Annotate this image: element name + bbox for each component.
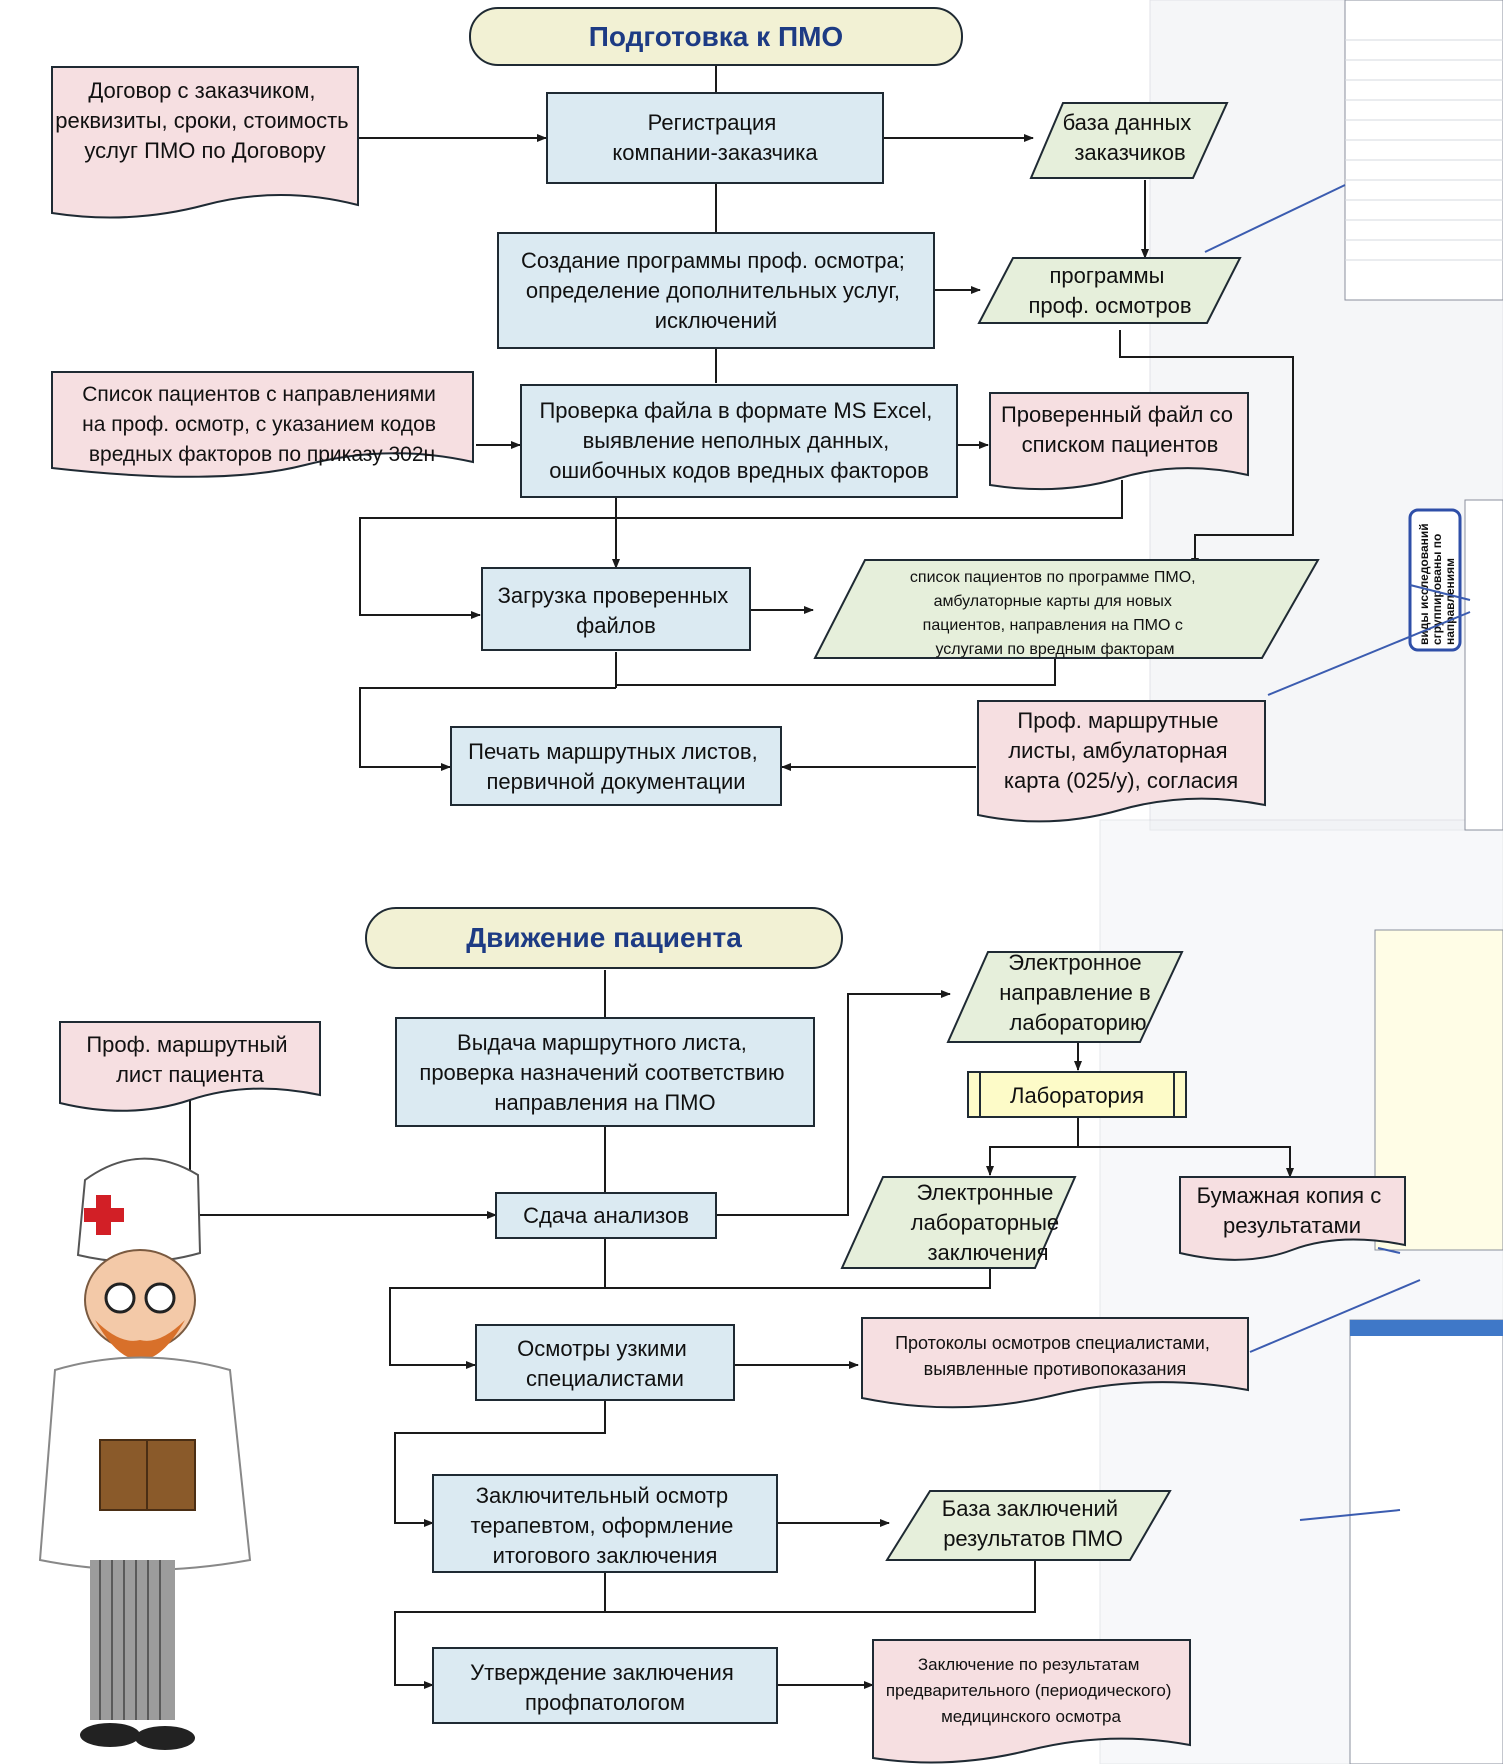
node-route-sheet-patient-doc: Проф. маршрутный лист пациента <box>59 1021 321 1112</box>
svg-text:Список пациентов с направления: Список пациентов с направлениями на проф… <box>82 383 442 466</box>
preparation-title: Подготовка к ПМО <box>589 21 843 52</box>
node-take-tests: Сдача анализов <box>495 1192 717 1239</box>
section-title-preparation: Подготовка к ПМО <box>469 7 963 66</box>
svg-text:Проф. маршрутные листы,: Проф. маршрутные листы, амбулаторная кар… <box>1004 708 1238 793</box>
svg-text:Печать маршрутных листов,: Печать маршрутных листов, первичной доку… <box>468 739 764 794</box>
svg-text:Регистрация компании-зак: Регистрация компании-заказчика <box>612 110 818 165</box>
node-print-sheets: Печать маршрутных листов, первичной доку… <box>450 726 782 806</box>
node-load-files: Загрузка проверенных файлов <box>481 567 751 651</box>
callout-line-3: направлениям <box>1443 558 1457 645</box>
svg-text:Заключение по результатам: Заключение по результатам предварительно… <box>886 1655 1176 1726</box>
svg-text:Осмотры узкими специалис: Осмотры узкими специалистами <box>517 1336 693 1391</box>
node-patient-list-data: список пациентов по программе ПМО, амбул… <box>813 559 1320 659</box>
svg-text:Проверка файла в формате MS Ex: Проверка файла в формате MS Excel, выявл… <box>539 398 938 483</box>
node-issue-sheet: Выдача маршрутного листа, проверка назна… <box>395 1017 815 1127</box>
svg-text:программы проф. осмотров: программы проф. осмотров <box>1028 263 1191 318</box>
doctor-illustration <box>38 1157 252 1750</box>
svg-text:база данных заказчиков: база данных заказчиков <box>1063 110 1198 165</box>
node-exam-programs: программы проф. осмотров <box>977 257 1242 324</box>
svg-text:База заключений результа: База заключений результатов ПМО <box>942 1496 1124 1551</box>
svg-text:Создание программы проф. осмот: Создание программы проф. осмотра; опреде… <box>521 248 911 333</box>
svg-text:Бумажная копия с результ: Бумажная копия с результатами <box>1197 1183 1388 1238</box>
svg-text:Утверждение заключения п: Утверждение заключения профпатологом <box>470 1660 740 1715</box>
callout-lines <box>1204 184 1471 1521</box>
node-laboratory: Лаборатория <box>967 1071 1187 1118</box>
background-screenshots <box>1099 0 1503 1764</box>
connectors <box>189 65 1294 1689</box>
svg-text:Проверенный файл со спис: Проверенный файл со списком пациентов <box>1001 402 1239 457</box>
node-final-exam: Заключительный осмотр терапевтом, оформл… <box>432 1474 778 1573</box>
node-final-report-doc: Заключение по результатам предварительно… <box>872 1639 1191 1764</box>
node-approve-conclusion: Утверждение заключения профпатологом <box>432 1647 778 1724</box>
node-patient-list-doc: Список пациентов с направлениями на проф… <box>51 371 474 478</box>
node-checked-file-doc: Проверенный файл со списком пациентов <box>989 392 1249 491</box>
node-create-program: Создание программы проф. осмотра; опреде… <box>497 232 935 349</box>
node-client-db: база данных заказчиков <box>1029 102 1229 179</box>
svg-text:Проф. маршрутный лист па: Проф. маршрутный лист пациента <box>86 1032 293 1087</box>
svg-text:виды исследований сгрупп: виды исследований сгруппированы по напра… <box>1417 520 1457 645</box>
callout-line-2: сгруппированы по <box>1430 534 1444 645</box>
svg-text:Электронное направление: Электронное направление в лабораторию <box>999 950 1157 1035</box>
svg-text:Протоколы осмотров специалиста: Протоколы осмотров специалистами, выявле… <box>895 1333 1215 1379</box>
svg-text:Договор с заказчиком, ре: Договор с заказчиком, реквизиты, сроки, … <box>55 78 355 163</box>
callout-grouped: виды исследований сгруппированы по напра… <box>1408 508 1462 652</box>
node-e-referral: Электронное направление в лабораторию <box>946 950 1184 1043</box>
node-contract-doc: Договор с заказчиком, реквизиты, сроки, … <box>51 66 359 219</box>
node-check-file: Проверка файла в формате MS Excel, выявл… <box>520 384 958 498</box>
node-specialist-exams: Осмотры узкими специалистами <box>475 1324 735 1401</box>
node-register-client: Регистрация компании-заказчика <box>546 92 884 184</box>
svg-text:Лаборатория: Лаборатория <box>1010 1083 1144 1108</box>
node-conclusions-db: База заключений результатов ПМО <box>885 1490 1172 1561</box>
node-specialist-protocols: Протоколы осмотров специалистами, выявле… <box>861 1317 1249 1409</box>
svg-text:Загрузка проверенных фай: Загрузка проверенных файлов <box>498 583 735 638</box>
svg-text:Электронные лабораторные: Электронные лабораторные заключения <box>911 1180 1066 1265</box>
node-paper-copy: Бумажная копия с результатами <box>1179 1176 1406 1261</box>
node-route-sheets-doc: Проф. маршрутные листы, амбулаторная кар… <box>977 700 1266 823</box>
patient-flow-title: Движение пациента <box>466 922 742 953</box>
svg-text:Заключительный осмотр те: Заключительный осмотр терапевтом, оформл… <box>470 1483 739 1568</box>
node-e-lab-results: Электронные лабораторные заключения <box>840 1176 1077 1269</box>
svg-text:список пациентов по программе: список пациентов по программе ПМО, амбул… <box>910 569 1200 658</box>
section-title-patient-flow: Движение пациента <box>365 907 843 969</box>
svg-text:Сдача анализов: Сдача анализов <box>523 1203 689 1228</box>
svg-text:Выдача маршрутного листа,: Выдача маршрутного листа, проверка назна… <box>419 1030 790 1115</box>
callout-line-1: виды исследований <box>1417 523 1431 645</box>
